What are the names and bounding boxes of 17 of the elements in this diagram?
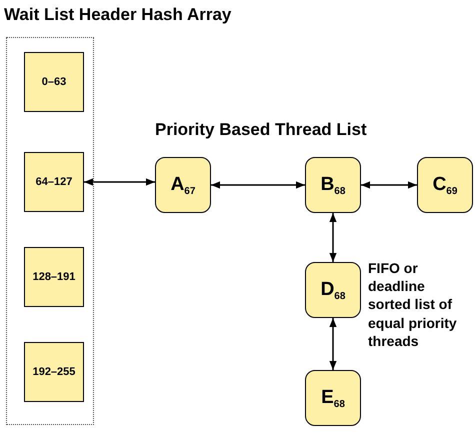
thread-node: B$_{68}$ [305, 157, 361, 213]
note-text: FIFO or deadline sorted list of equal priority threads [368, 259, 458, 350]
double-arrow [84, 178, 155, 186]
double-arrow [211, 181, 305, 189]
hash-bucket-box: 192–255 [24, 342, 84, 402]
thread-node: A$_{67}$ [155, 157, 211, 213]
hash-bucket-box: 0–63 [24, 52, 84, 112]
double-arrow [361, 181, 417, 189]
hash-bucket-box: 64–127 [24, 152, 84, 212]
thread-node: C$_{69}$ [417, 157, 473, 213]
double-arrow [329, 213, 337, 262]
double-arrow [329, 318, 337, 370]
thread-node: E$_{68}$ [305, 370, 361, 426]
hash-bucket-box: 128–191 [24, 247, 84, 307]
group-heading: Wait List Header Hash Array [4, 5, 232, 25]
thread-node: D$_{68}$ [305, 262, 361, 318]
section-heading: Priority Based Thread List [155, 119, 368, 141]
